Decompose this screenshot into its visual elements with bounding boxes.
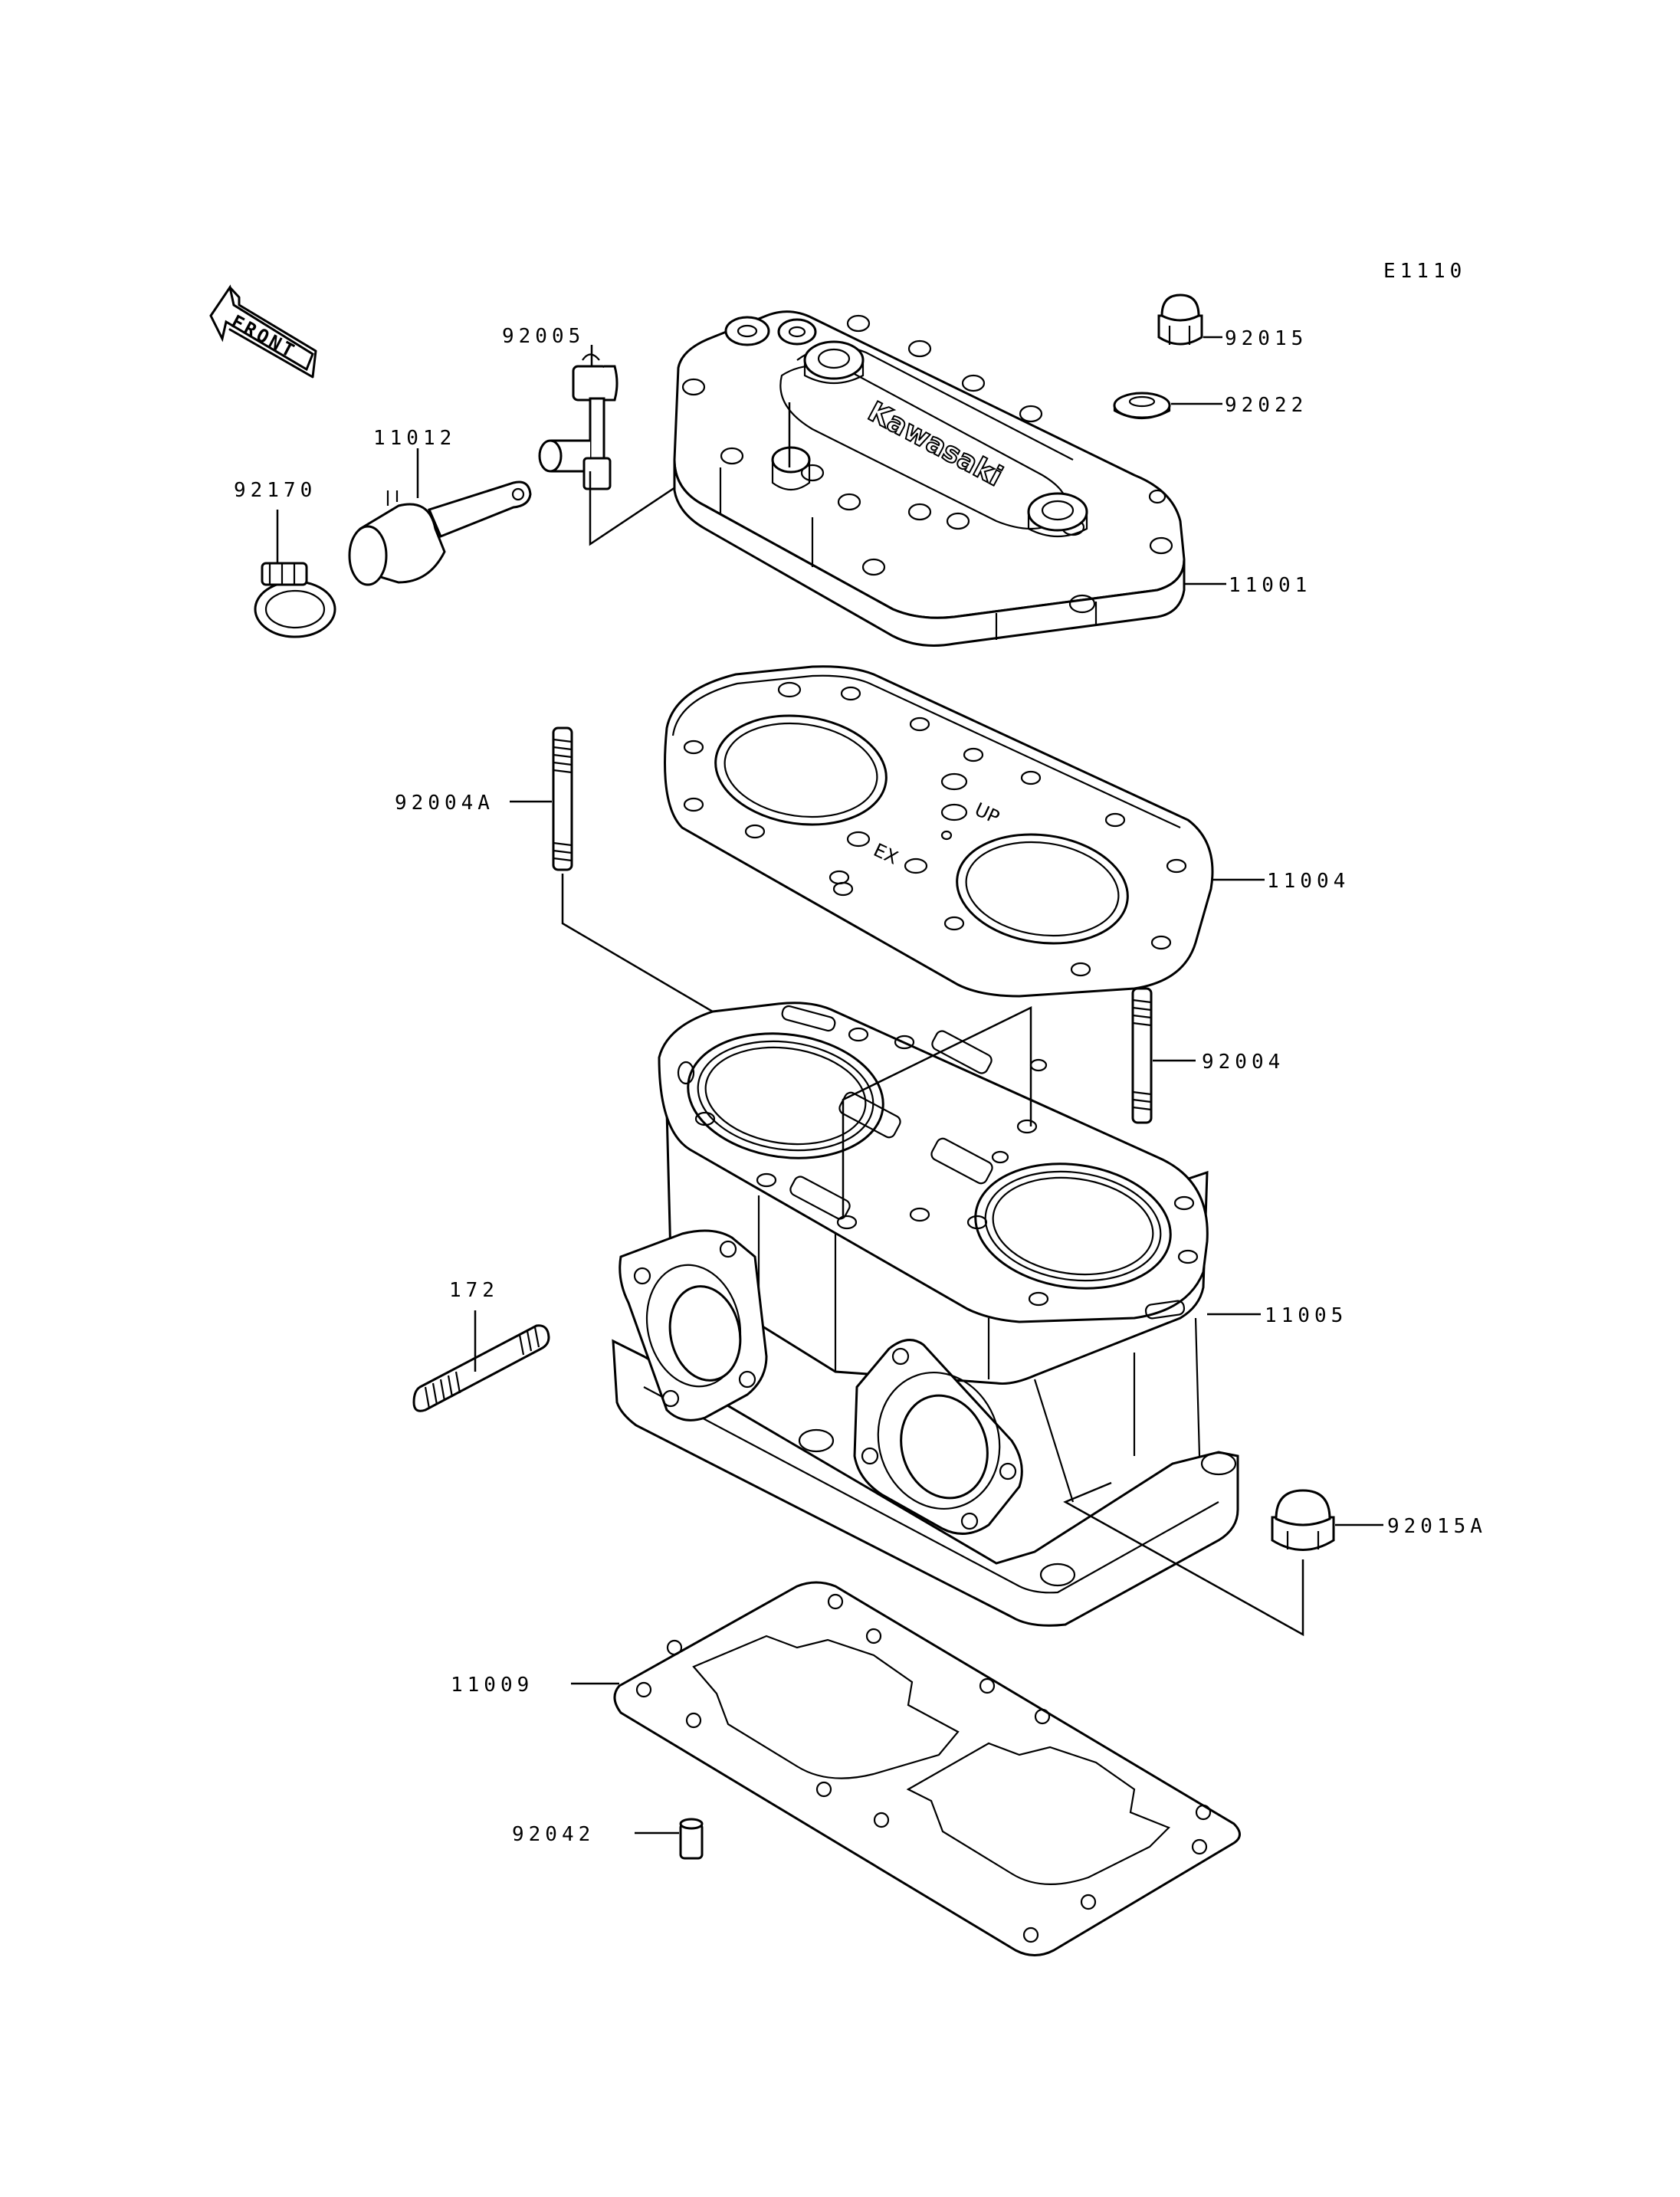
stud-92004 [1131,987,1153,1124]
part-label-92042: 92042 [512,1823,595,1846]
part-label-92015A: 92015A [1387,1515,1487,1538]
washer-92022 [1113,392,1171,419]
hose-fitting-92005 [538,353,619,490]
part-label-92015: 92015 [1225,327,1308,350]
part-label-11005: 11005 [1265,1304,1347,1327]
part-label-92022: 92022 [1225,394,1308,417]
head-gasket-11004: UP EX [664,665,1214,998]
part-label-11001: 11001 [1229,574,1311,597]
stud-172 [412,1324,550,1412]
part-label-11009: 11009 [451,1674,533,1697]
sensor-11012 [348,480,532,586]
part-label-172: 172 [449,1279,499,1302]
cylinder-block-11005 [612,1002,1239,1627]
part-label-92004: 92004 [1202,1051,1285,1074]
cap-nut-92015A [1271,1489,1335,1551]
hose-clamp-92170 [254,562,336,638]
diagram-code: E1110 [1383,260,1466,283]
front-arrow-icon: FRONT [209,284,317,379]
part-label-11004: 11004 [1267,870,1350,893]
part-label-92005: 92005 [502,325,585,348]
part-label-92004A: 92004A [395,792,494,815]
base-gasket-11009 [613,1581,1241,1956]
part-label-92170: 92170 [234,479,317,502]
stud-92004A [552,726,573,871]
part-label-11012: 11012 [373,427,456,450]
cylinder-head-11001: Kawasaki [673,310,1186,647]
dowel-pin-92042 [679,1818,704,1860]
cap-nut-92015 [1157,293,1203,346]
